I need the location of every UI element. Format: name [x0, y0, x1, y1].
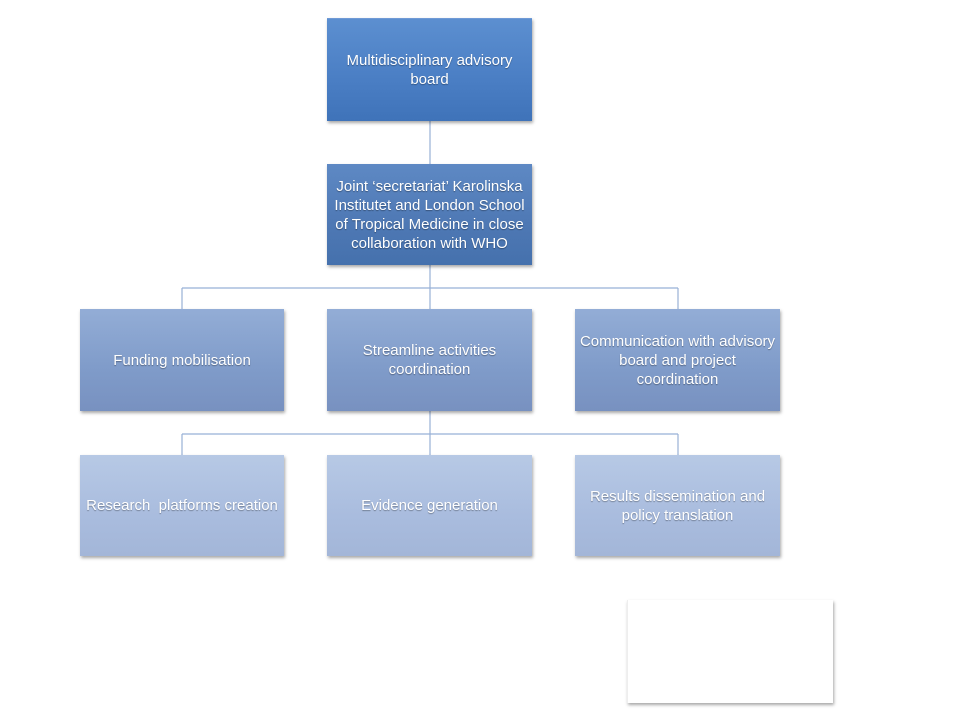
communication-label: Communication with advisory board and pr…: [579, 332, 776, 388]
funding-mobilisation-node: Funding mobilisation: [80, 309, 284, 411]
communication-node: Communication with advisory board and pr…: [575, 309, 780, 411]
research-platforms-node: Research platforms creation: [80, 455, 284, 556]
evidence-generation-label: Evidence generation: [361, 497, 498, 514]
evidence-generation-node: Evidence generation: [327, 455, 532, 556]
research-platforms-label: Research platforms creation: [86, 497, 278, 514]
results-dissemination-node: Results dissemination and policy transla…: [575, 455, 780, 556]
secretariat-node: Joint ‘secretariat’ Karolinska Institute…: [327, 164, 532, 265]
streamline-activities-node: Streamline activities coordination: [327, 309, 532, 411]
funding-mobilisation-label: Funding mobilisation: [113, 351, 251, 369]
secretariat-label: Joint ‘secretariat’ Karolinska Institute…: [334, 177, 525, 252]
results-dissemination-label: Results dissemination and policy transla…: [589, 487, 766, 524]
streamline-activities-label: Streamline activities coordination: [362, 342, 497, 378]
empty-text-box: [627, 600, 833, 703]
advisory-board-label: Multidisciplinary advisory board: [346, 52, 513, 88]
advisory-board-node: Multidisciplinary advisory board: [327, 18, 532, 121]
